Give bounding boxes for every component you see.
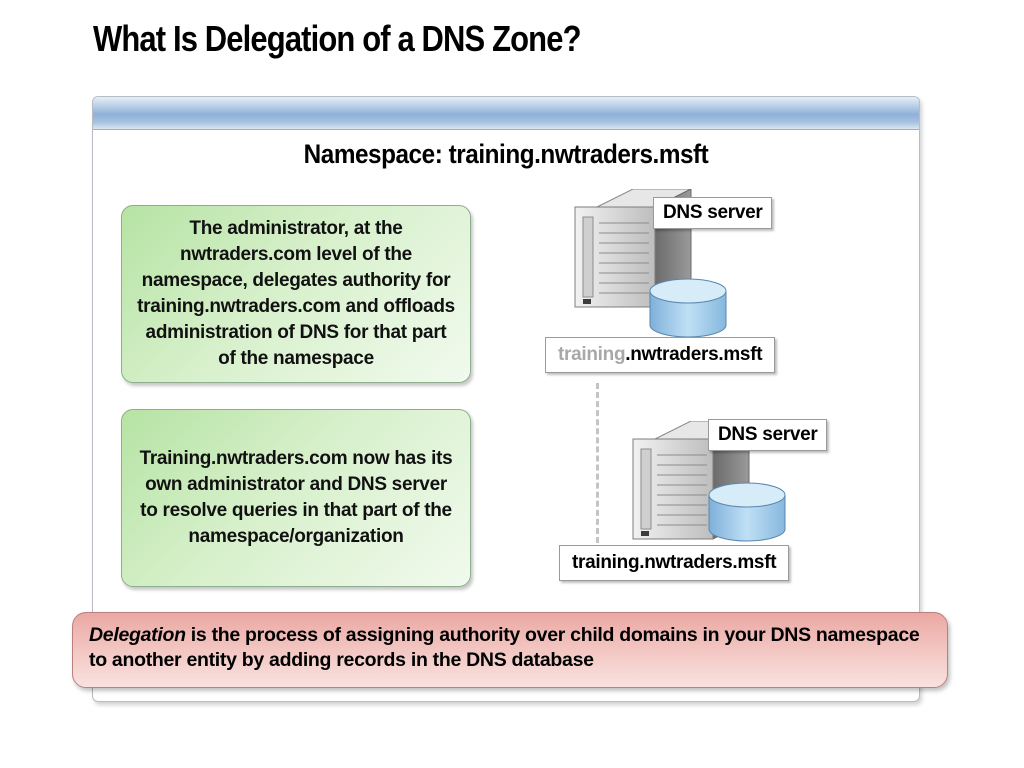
admin-delegates-text: The administrator, at the nwtraders.com …: [137, 218, 455, 369]
definition-text: is the process of assigning authority ov…: [89, 624, 920, 671]
content-panel: Namespace: training.nwtraders.msft The a…: [92, 96, 920, 702]
domain-suffix: .nwtraders.msft: [625, 344, 763, 365]
slide-title: What Is Delegation of a DNS Zone?: [93, 18, 582, 59]
server-tower-icon: [574, 189, 692, 308]
child-zone-callout: Training.nwtraders.com now has its own a…: [121, 409, 471, 587]
namespace-heading: Namespace: training.nwtraders.msft: [303, 139, 709, 169]
domain-prefix-dimmed: training: [558, 344, 626, 365]
dns-server-label: DNS server: [653, 197, 773, 229]
admin-delegates-callout: The administrator, at the nwtraders.com …: [121, 205, 471, 383]
panel-header-bar: [93, 97, 919, 130]
database-cylinder-icon: [708, 482, 786, 542]
domain-suffix: training.nwtraders.msft: [572, 552, 777, 573]
database-cylinder-icon: [649, 278, 727, 338]
definition-term: Delegation: [89, 624, 186, 646]
delegation-definition: Delegation is the process of assigning a…: [72, 612, 948, 688]
child-zone-text: Training.nwtraders.com now has its own a…: [139, 448, 453, 547]
dns-server-label: DNS server: [708, 419, 828, 451]
child-domain-label: training.nwtraders.msft: [559, 545, 790, 581]
delegation-connector: [596, 383, 599, 543]
parent-domain-label: training.nwtraders.msft: [545, 337, 776, 373]
